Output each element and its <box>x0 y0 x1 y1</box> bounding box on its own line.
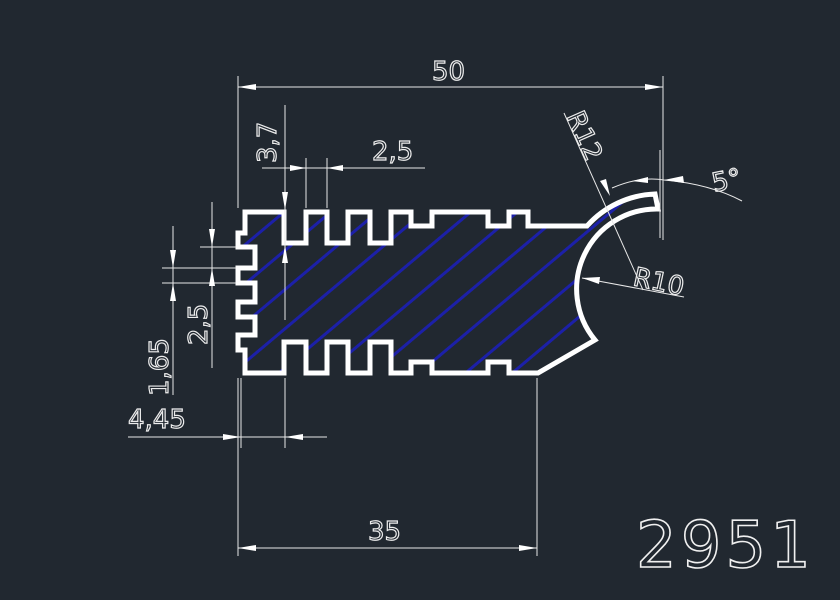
dimension-label-1-65: 1,65 <box>145 338 175 396</box>
dimension-label-3-7: 3,7 <box>253 122 283 163</box>
dimension-slot-depth: 3,7 <box>252 105 300 320</box>
dimension-label-5-deg: 5° <box>709 163 744 198</box>
dimension-side-notches: 1,65 2,5 <box>144 202 236 397</box>
dimension-overall-width: 50 <box>237 56 664 240</box>
dimension-label-r12: R12 <box>560 107 608 166</box>
dimension-inner-radius: R10 <box>581 262 687 303</box>
dimension-label-35: 35 <box>368 517 401 547</box>
dimension-label-r10: R10 <box>631 263 687 303</box>
dimension-label-50: 50 <box>432 57 465 87</box>
dimension-angle: 5° <box>611 150 745 238</box>
dimension-base-length: 35 <box>237 378 538 556</box>
dimension-side-offset: 4,45 <box>127 378 327 448</box>
extrusion-profile <box>235 191 662 376</box>
dimension-label-2-5-top: 2,5 <box>372 137 413 167</box>
dimension-label-4-45: 4,45 <box>128 405 186 435</box>
dimension-slot-width: 2,5 <box>290 136 425 208</box>
dimension-label-2-5-side: 2,5 <box>184 304 214 345</box>
drawing-number: 2951 <box>636 509 815 583</box>
